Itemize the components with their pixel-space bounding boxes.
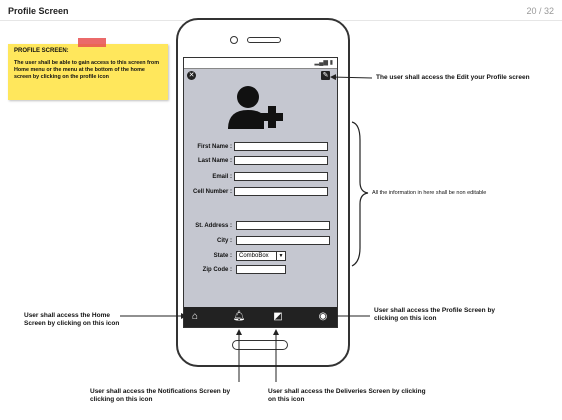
deliveries-icon[interactable]: ◩	[273, 311, 283, 322]
bell-icon[interactable]: 🔔︎	[232, 311, 246, 322]
notifications-annotation: User shall access the Notifications Scre…	[90, 388, 231, 403]
bottom-nav: ⌂ 🔔︎ ◩ ◉	[184, 307, 337, 327]
speaker-icon	[247, 37, 281, 43]
sticky-body: The user shall be able to gain access to…	[14, 60, 159, 80]
city-field	[236, 236, 330, 245]
status-bar: ▂▄▆ ▮	[184, 58, 337, 69]
page-title: Profile Screen	[8, 6, 69, 16]
home-icon[interactable]: ⌂	[191, 311, 199, 322]
camera-icon	[230, 36, 238, 44]
profile-annotation: User shall access the Profile Screen by …	[374, 307, 496, 322]
state-combobox[interactable]: ComboBox ▼	[236, 251, 286, 261]
profile-icon[interactable]: ◉	[318, 311, 328, 322]
add-user-icon	[228, 86, 283, 129]
first-name-field	[234, 142, 328, 151]
signal-battery-icon: ▂▄▆ ▮	[314, 60, 333, 66]
combobox-value: ComboBox	[239, 253, 269, 259]
edit-icon[interactable]: ✎	[321, 71, 330, 80]
cell-number-label: Cell Number :	[192, 189, 232, 195]
close-icon[interactable]: ✕	[187, 71, 196, 80]
deliveries-annotation: User shall access the Deliveries Screen …	[268, 388, 426, 403]
last-name-label: Last Name :	[197, 158, 232, 164]
chevron-down-icon: ▼	[276, 252, 285, 260]
info-annotation: All the information in here shall be non…	[372, 190, 487, 196]
home-annotation: User shall access the Home Screen by cli…	[24, 312, 120, 327]
address-label: St. Address :	[195, 223, 232, 229]
first-name-label: First Name :	[197, 144, 232, 150]
city-label: City :	[217, 238, 232, 244]
edit-annotation: The user shall access the Edit your Prof…	[376, 74, 530, 81]
email-label: Email :	[212, 174, 232, 180]
sticky-note: PROFILE SCREEN: The user shall be able t…	[8, 44, 168, 100]
last-name-field	[234, 156, 328, 165]
sticky-title: PROFILE SCREEN:	[14, 48, 69, 54]
state-label: State :	[213, 253, 232, 259]
cell-number-field	[234, 187, 328, 196]
home-hardware-button	[232, 340, 288, 350]
page-number: 20 / 32	[526, 6, 554, 16]
email-field	[234, 172, 328, 181]
zip-field	[236, 265, 286, 274]
sticky-tape	[78, 38, 106, 47]
address-field	[236, 221, 330, 230]
zip-label: Zip Code :	[202, 267, 232, 273]
